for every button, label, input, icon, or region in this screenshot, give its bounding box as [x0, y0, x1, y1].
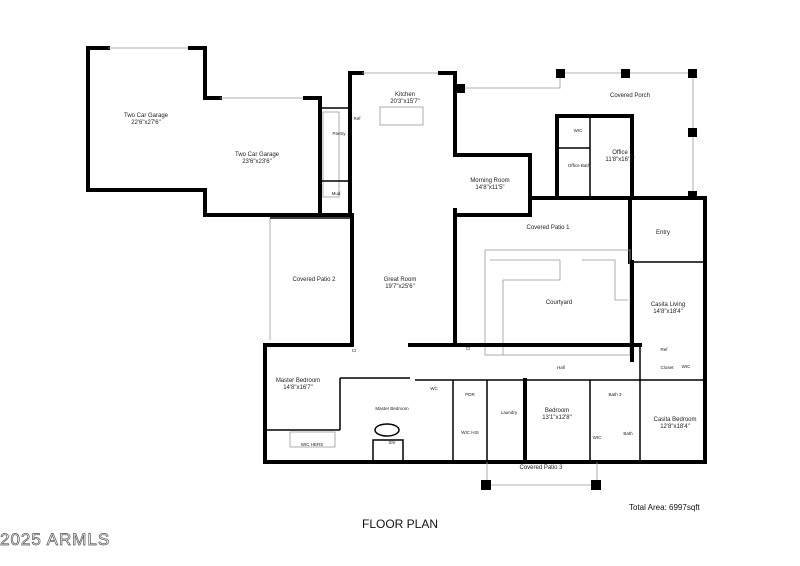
- room-label-master-bath: Master Bedroom: [375, 406, 409, 411]
- room-label-laundry: Laundry: [501, 410, 518, 415]
- room-label-office-wic: WIC: [574, 128, 583, 133]
- room-label-courtyard: Courtyard: [546, 300, 572, 306]
- room-label-casita-living: Casita Living: [651, 302, 685, 308]
- room-label-casita-wic: WIC: [682, 364, 691, 369]
- room-label-office: Office: [612, 150, 628, 156]
- room-label-hall: Hall: [557, 365, 565, 370]
- room-label-mud: Mud: [332, 191, 341, 196]
- plan-title: FLOOR PLAN: [361, 517, 439, 531]
- room-label-cl1: Cl: [352, 348, 356, 353]
- room-label-garage2: Two Car Garage: [235, 152, 280, 158]
- room-label-casita-bed: Casita Bedroom: [653, 417, 696, 423]
- garage-walls: [86, 46, 352, 217]
- room-dims-garage2: 23'6"x23'6": [242, 159, 272, 165]
- room-label-wic-his: WIC HIS: [461, 430, 479, 435]
- room-dims-morning: 14'8"x11'5": [475, 185, 504, 191]
- room-label-garage1: Two Car Garage: [124, 113, 169, 119]
- kitchen-ref-label: Ref: [353, 116, 361, 121]
- room-label-bedroom: Bedroom: [545, 408, 569, 414]
- room-label-entry: Entry: [656, 230, 670, 236]
- room-dims-great: 19'7"x25'6": [385, 284, 415, 290]
- room-dims-kitchen: 20'3"x15'7": [390, 99, 420, 105]
- room-label-wic: WIC: [593, 435, 602, 440]
- total-area: Total Area: 6997sqft: [629, 503, 700, 512]
- room-label-office-bath: Office Bath: [568, 163, 591, 168]
- room-label-bath3: Bath 3: [608, 392, 622, 397]
- room-label-porch: Covered Porch: [610, 93, 650, 99]
- room-dims-casita-living: 14'8"x18'4": [653, 309, 683, 315]
- room-label-pantry: Pantry: [332, 131, 346, 136]
- room-dims-master-bed: 14'8"x16'7": [283, 385, 313, 391]
- room-label-patio2: Covered Patio 2: [292, 277, 336, 283]
- room-dims-garage1: 22'6"x27'6": [131, 120, 161, 126]
- room-label-wic-hers: WIC HERS: [301, 442, 324, 447]
- room-label-pdr: PDR: [465, 392, 475, 397]
- casita-ref-label: Ref: [660, 347, 668, 352]
- watermark: 2025 ARMLS: [0, 530, 111, 550]
- room-label-bath: Bath: [623, 431, 633, 436]
- room-dims-office: 11'8"x16'1": [605, 157, 634, 163]
- room-label-wc: WC: [430, 386, 438, 391]
- room-dims-casita-bed: 12'8"x18'4": [660, 424, 690, 430]
- room-label-kitchen: Kitchen: [395, 92, 415, 98]
- room-dims-bedroom: 13'1"x12'8": [542, 415, 572, 421]
- room-label-great: Great Room: [384, 277, 417, 283]
- room-label-morning: Morning Room: [470, 178, 509, 184]
- room-label-closet: Closet: [661, 365, 675, 370]
- room-label-shr: Shr: [388, 440, 396, 445]
- room-label-cl2: Cl: [466, 346, 470, 351]
- room-label-master-bed: Master Bedroom: [276, 378, 320, 384]
- room-label-patio3: Covered Patio 3: [519, 465, 563, 471]
- room-label-patio1: Covered Patio 1: [526, 225, 570, 231]
